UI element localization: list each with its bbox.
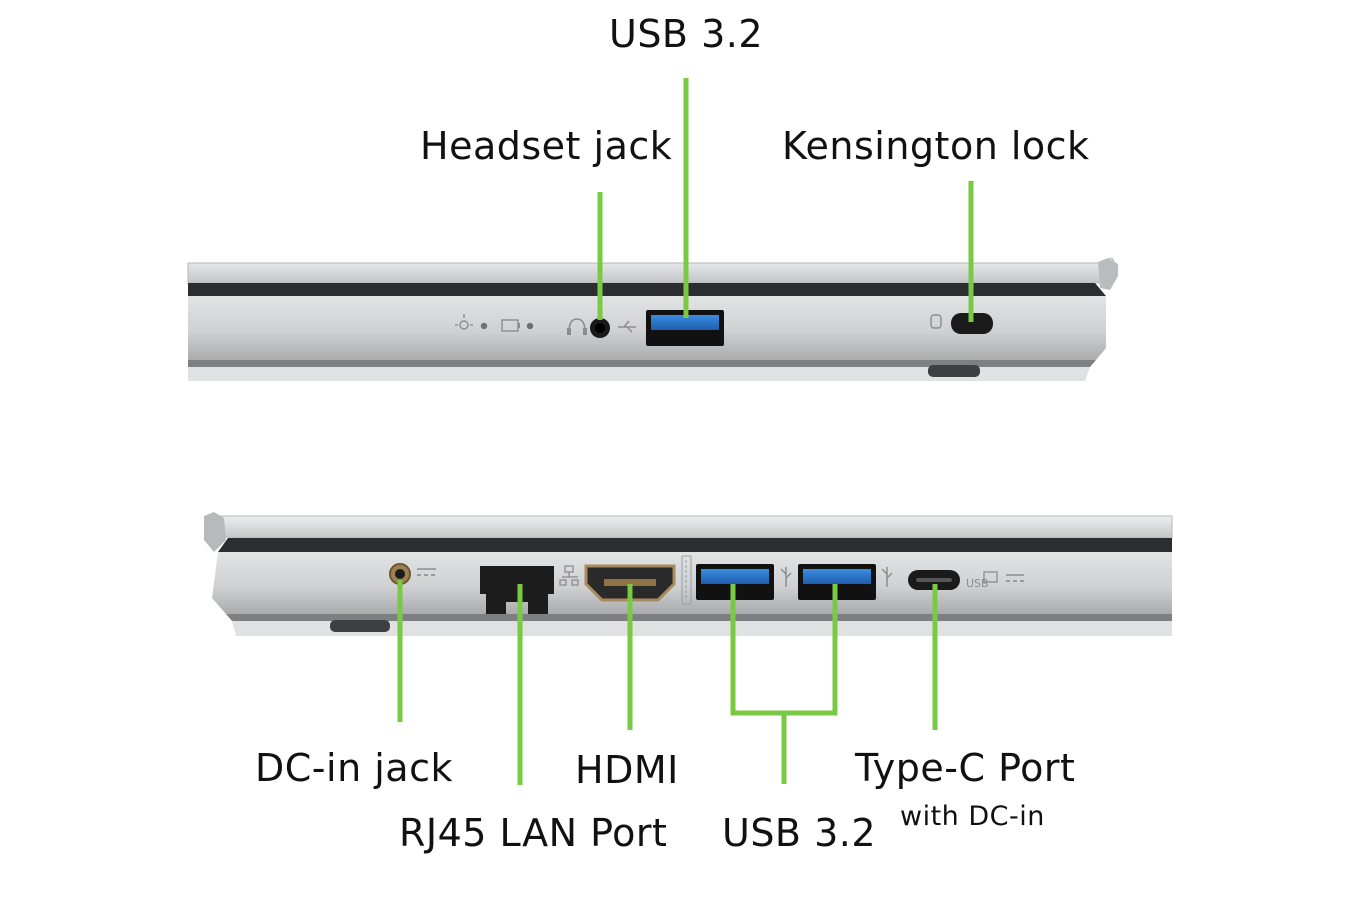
kensington-lock-slot — [951, 313, 993, 334]
type-c-port-label: Type-C Port — [855, 746, 1076, 790]
rj45-port — [480, 566, 554, 614]
dc-power-icon — [417, 568, 436, 576]
headset-icon — [567, 318, 587, 335]
laptop-left-side — [204, 512, 1173, 636]
usb-bottom-label: USB 3.2 — [722, 811, 877, 855]
callout-lines-bottom — [397, 580, 938, 785]
hdmi-logo-icon — [681, 555, 692, 605]
usb-top-label: USB 3.2 — [609, 12, 764, 56]
dc-in-jack-label: DC-in jack — [255, 746, 453, 790]
type-c-subtitle: with DC-in — [900, 801, 1045, 832]
kensington-lock-icon — [930, 314, 942, 329]
dc-power-icon — [1006, 574, 1024, 582]
rj45-lan-port-label: RJ45 LAN Port — [399, 811, 668, 855]
usb-port-left-1 — [696, 564, 774, 600]
usb-port-left-2 — [798, 564, 876, 600]
svg-text:USB: USB — [966, 577, 989, 590]
power-indicator-icon — [455, 314, 488, 330]
usb-port-top — [646, 310, 724, 346]
headset-jack — [590, 318, 610, 338]
kensington-lock-label: Kensington lock — [782, 124, 1090, 168]
callout-lines-top — [597, 78, 974, 322]
usb-symbol-icon — [618, 320, 636, 333]
type-c-port — [908, 570, 960, 590]
network-icon — [559, 565, 579, 586]
hdmi-label: HDMI — [575, 748, 679, 792]
battery-indicator-icon — [501, 319, 534, 332]
display-port-icon: USB — [966, 571, 998, 590]
usb-symbol-icon — [881, 567, 893, 587]
hdmi-port — [584, 564, 676, 602]
headset-jack-label: Headset jack — [420, 124, 673, 168]
usb-symbol-icon — [780, 567, 792, 587]
